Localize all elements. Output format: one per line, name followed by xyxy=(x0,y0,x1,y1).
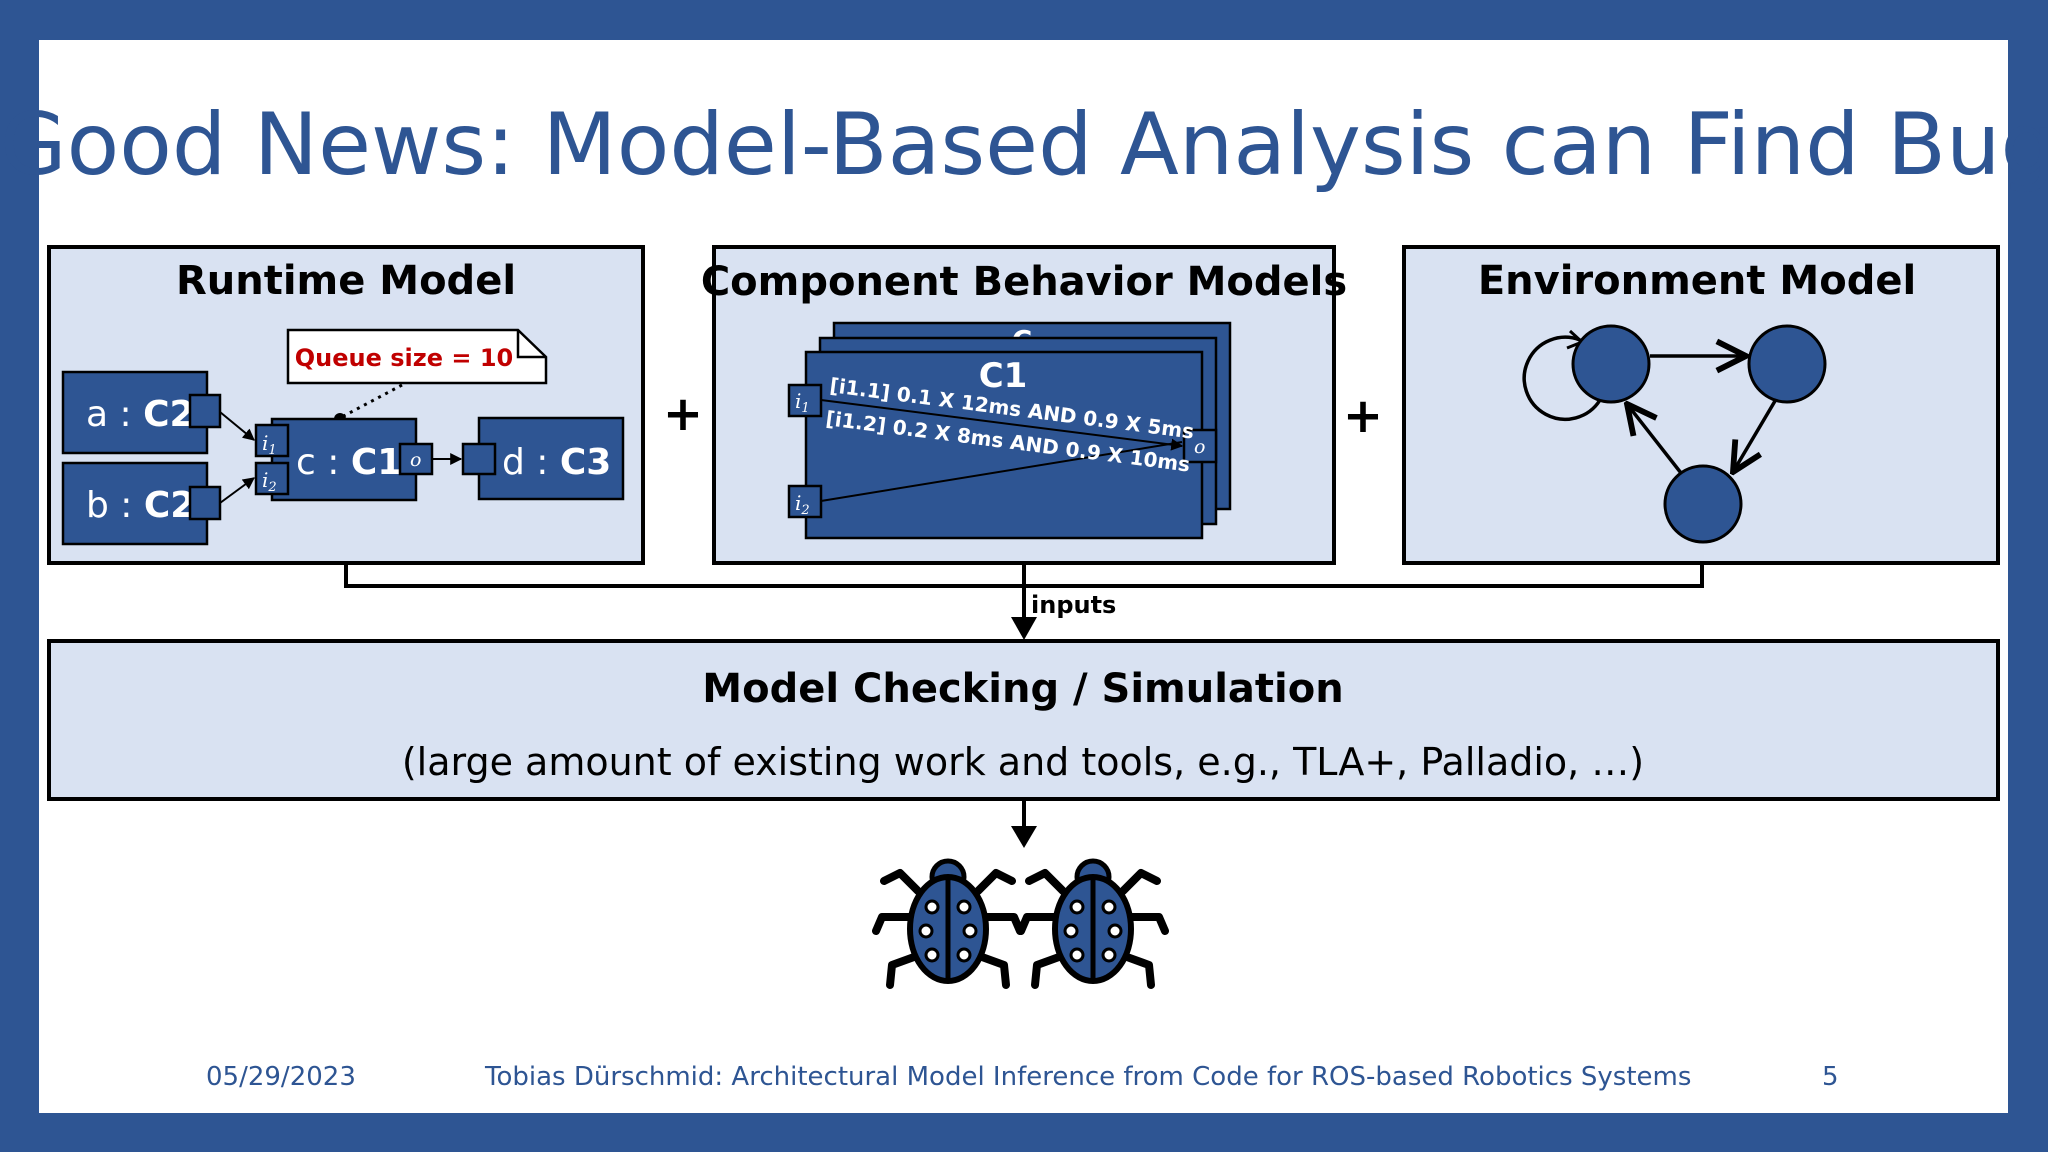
state-node-2 xyxy=(1747,324,1827,404)
note-connector xyxy=(339,383,403,420)
state-node-1 xyxy=(1571,324,1651,404)
connector-a-c xyxy=(219,411,255,441)
behavior-port-i1-label: i1 xyxy=(795,389,810,416)
queue-size-note: Queue size = 10 xyxy=(286,328,548,385)
model-checking-title: Model Checking / Simulation xyxy=(702,666,1343,712)
behavior-port-i2 xyxy=(787,484,823,519)
component-d-port xyxy=(461,442,497,476)
behavior-arrow-i1 xyxy=(820,399,1184,451)
plus-sign: + xyxy=(1343,388,1383,444)
component-a: a : C2 xyxy=(61,370,222,455)
transition-2-3 xyxy=(1733,400,1777,472)
component-c-port-i2 xyxy=(254,461,290,496)
state-node-3 xyxy=(1663,464,1743,544)
component-c: c : C1 i1 i2 o xyxy=(254,417,434,502)
environment-model-panel: Environment Model xyxy=(1402,245,2000,565)
behavior-port-i2-label: i2 xyxy=(795,491,810,518)
component-d: d : C3 xyxy=(461,416,625,501)
component-b: b : C2 xyxy=(61,461,222,546)
slide-title: Good News: Model-Based Analysis can Find… xyxy=(0,95,2048,195)
port-o-label: o xyxy=(410,449,421,471)
port-i1-label: i1 xyxy=(262,431,277,458)
transition-3-1 xyxy=(1627,404,1683,475)
component-behavior-title: Component Behavior Models xyxy=(701,259,1347,305)
environment-model-title: Environment Model xyxy=(1478,258,1916,304)
queue-size-label: Queue size = 10 xyxy=(295,344,513,372)
inputs-label: inputs xyxy=(1031,591,1116,619)
runtime-model-panel: Runtime Model Queue size = 10 a : C2 b :… xyxy=(47,245,645,565)
plus-sign: + xyxy=(663,386,703,442)
port-i2-label: i2 xyxy=(262,468,277,495)
behavior-card-label: C1 xyxy=(979,356,1028,396)
behavior-card-front xyxy=(804,350,1204,540)
behavior-arrow-i2 xyxy=(820,441,1183,502)
component-behavior-panel: Component Behavior Models C C1 i1 i2 o [… xyxy=(701,245,1347,565)
self-loop-arc xyxy=(1522,335,1602,421)
output-arrowhead xyxy=(1011,826,1037,848)
connector-b-c xyxy=(219,477,255,504)
component-b-port xyxy=(188,485,222,521)
footer-page-number: 5 xyxy=(1822,1062,1839,1092)
behavior-port-i1 xyxy=(787,383,823,418)
bug-icon xyxy=(872,858,1024,989)
component-a-label: a : C2 xyxy=(86,394,195,435)
component-c-label: c : C1 xyxy=(296,442,402,483)
component-a-port xyxy=(188,393,222,429)
component-d-label: d : C3 xyxy=(502,442,611,483)
behavior-port-o-label: o xyxy=(1194,436,1205,458)
model-checking-subtitle: (large amount of existing work and tools… xyxy=(402,740,1644,784)
bug-icon xyxy=(1017,858,1169,989)
behavior-port-o xyxy=(1182,428,1218,464)
footer-date: 05/29/2023 xyxy=(206,1062,356,1092)
model-checking-panel: Model Checking / Simulation (large amoun… xyxy=(47,639,2000,801)
footer-title: Tobias Dürschmid: Architectural Model In… xyxy=(485,1062,1692,1092)
runtime-model-title: Runtime Model xyxy=(176,258,516,304)
component-b-label: b : C2 xyxy=(86,485,195,526)
inputs-connector: inputs xyxy=(344,563,1704,640)
component-c-port-i1 xyxy=(254,423,290,458)
